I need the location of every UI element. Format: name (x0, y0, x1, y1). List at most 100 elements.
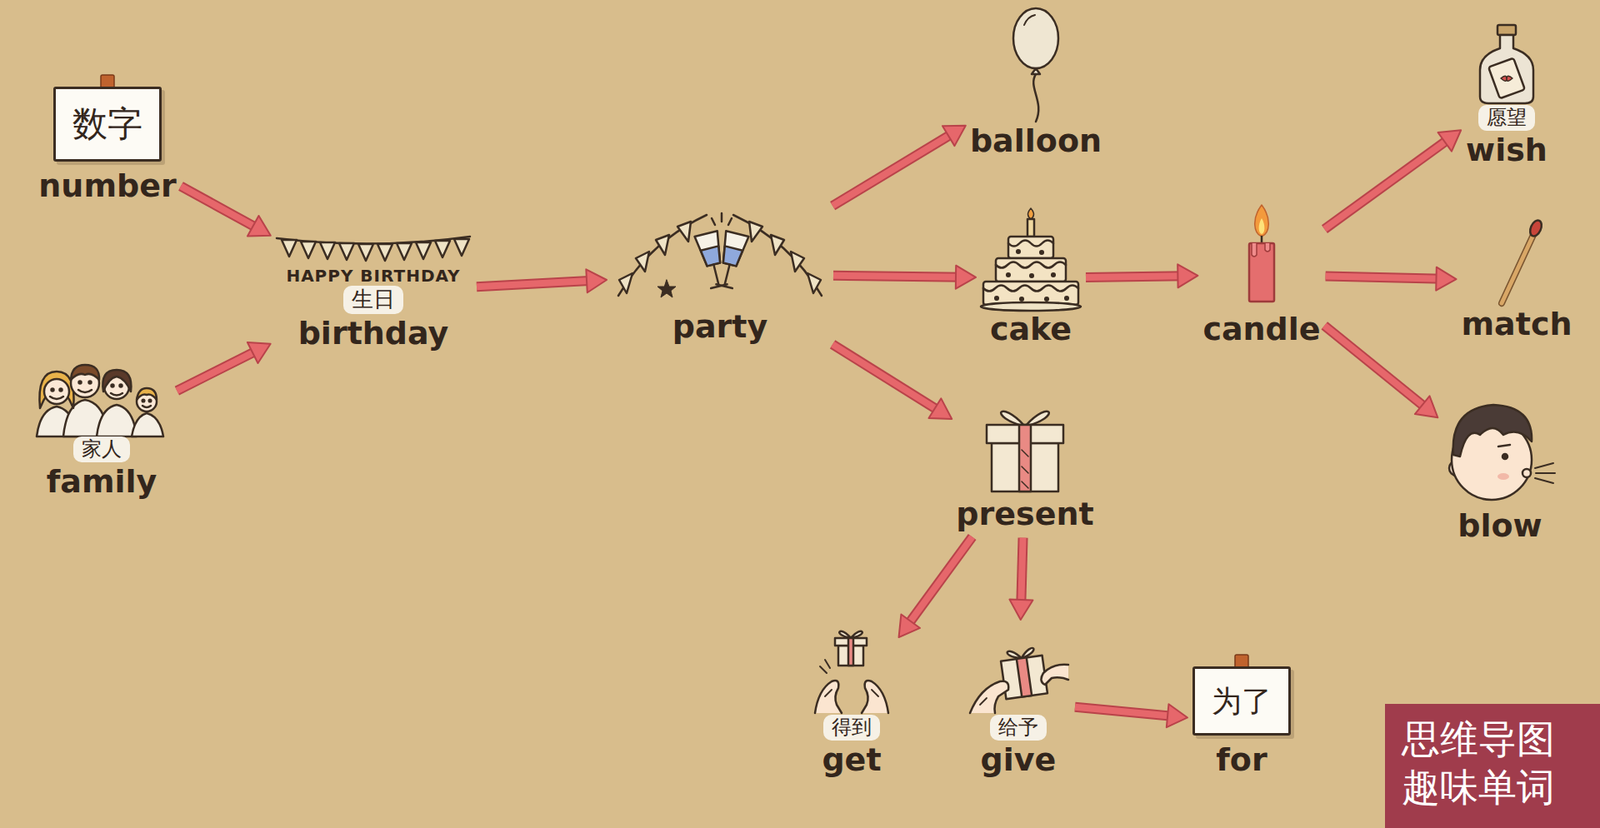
arrow-shaft-outline (1324, 325, 1428, 410)
arrow-connector (899, 537, 973, 639)
english-word: number (38, 168, 176, 205)
present-icon (986, 411, 1064, 492)
arrow-shaft-outline (180, 185, 260, 230)
arrow-connector (176, 342, 270, 391)
arrow-shaft-outline (906, 537, 973, 628)
arrow-shaft (833, 275, 963, 278)
word-node: 给予give (966, 625, 1070, 780)
icon-space (1006, 6, 1065, 124)
arrow-connector (832, 344, 952, 420)
english-word: give (980, 742, 1057, 780)
banner-text: HAPPY BIRTHDAY (285, 265, 460, 286)
arrow-head (1437, 130, 1461, 151)
arrow-head (1166, 704, 1188, 728)
arrow-shaft (176, 350, 259, 391)
arrow-shaft-outline (1325, 276, 1444, 280)
arrow-head (942, 125, 966, 146)
arrow-head (1009, 600, 1033, 620)
english-word: get (821, 742, 881, 780)
arrow-shaft-outline (832, 132, 955, 206)
word-node: present (955, 396, 1094, 534)
chinese-meaning: 给予 (990, 715, 1047, 741)
arrow-head (928, 398, 952, 420)
arrow-shaft (832, 132, 955, 206)
arrow-shaft (1085, 275, 1185, 278)
family-icon (36, 365, 164, 437)
birthday-bunting (276, 236, 470, 261)
english-word: for (1215, 742, 1267, 780)
bottle-icon (1480, 25, 1534, 104)
arrow-connector (1324, 130, 1461, 230)
arrow-shaft (1020, 538, 1023, 607)
candle-icon (1249, 205, 1275, 302)
word-node: candle (1202, 201, 1320, 349)
arrow-shaft-outline (1085, 275, 1185, 278)
word-node: HAPPY BIRTHDAY生日birthday (275, 232, 472, 352)
icon-space (1465, 25, 1549, 105)
word-node: 为了 for (1192, 666, 1291, 780)
arrow-head (899, 614, 920, 638)
arrow-connector (1324, 325, 1438, 418)
english-word: match (1461, 306, 1573, 344)
arrow-shaft (180, 185, 260, 230)
arrow-shaft-outline (1075, 707, 1175, 717)
icon-space (1441, 391, 1559, 509)
arrow-shaft (1324, 138, 1450, 230)
arrow-connector (1075, 704, 1188, 728)
arrow-shaft (476, 280, 594, 287)
english-word: blow (1457, 508, 1542, 545)
watermark: 思维导图 趣味单词 (1385, 704, 1600, 828)
english-word: candle (1202, 311, 1320, 349)
arrow-head (247, 342, 271, 364)
word-node: 家人family (30, 356, 173, 501)
icon-space (807, 625, 896, 715)
word-node: 愿望wish (1465, 25, 1549, 170)
arrow-connector (832, 125, 966, 206)
balloon-icon (1013, 8, 1059, 122)
icon-space (983, 396, 1067, 497)
arrow-connector (476, 269, 607, 293)
word-node: 数字number (38, 86, 176, 205)
english-word: family (46, 464, 158, 501)
arrow-connector (180, 185, 271, 236)
arrow-shaft-outline (832, 344, 941, 412)
english-word: cake (990, 311, 1072, 349)
match-icon (1501, 218, 1545, 304)
arrow-shaft (1325, 276, 1444, 280)
english-word: present (955, 496, 1094, 534)
icon-space (966, 625, 1070, 715)
word-node: balloon (970, 6, 1102, 160)
icon-space (1240, 201, 1283, 312)
arrow-shaft-outline (476, 280, 594, 287)
arrow-head (247, 215, 271, 237)
icon-space (275, 232, 472, 266)
receiving-hands-icon (815, 631, 889, 714)
word-node: cake (980, 208, 1081, 349)
chinese-meaning: 生日 (343, 285, 404, 315)
english-word: birthday (298, 315, 450, 353)
icon-space (611, 202, 829, 310)
arrow-shaft-outline (833, 275, 963, 278)
word-node: party (611, 202, 829, 346)
arrow-shaft (832, 344, 941, 412)
icon-space (30, 356, 173, 437)
arrow-head (1177, 264, 1198, 288)
giving-hands-icon (970, 646, 1069, 714)
word-node: match (1461, 218, 1573, 344)
arrow-shaft (1324, 325, 1428, 410)
chinese-meaning: 愿望 (1478, 105, 1535, 131)
blowing-boy-icon (1449, 405, 1555, 500)
arrow-head (1435, 267, 1456, 291)
arrow-shaft-outline (1324, 138, 1450, 230)
chinese-meaning: 家人 (73, 436, 130, 463)
arrow-shaft-outline (1020, 538, 1023, 607)
cake-icon (980, 208, 1081, 311)
arrow-shaft-outline (176, 350, 259, 391)
note-card-text: 为了 (1192, 666, 1291, 736)
english-word: balloon (970, 123, 1102, 160)
chinese-meaning: 得到 (823, 715, 880, 741)
